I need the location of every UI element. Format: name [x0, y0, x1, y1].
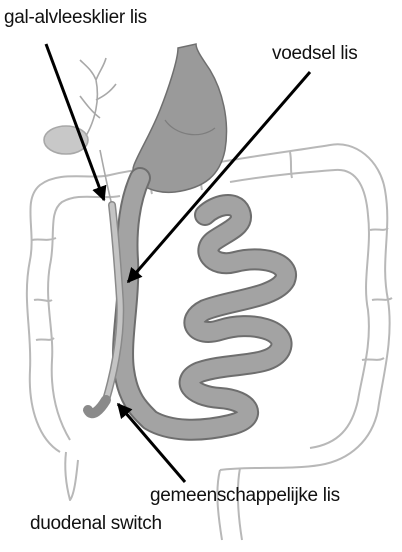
common-channel-label: gemeenschappelijke lis	[150, 486, 340, 505]
biliopancreatic-limb-label: gal-alvleesklier lis	[4, 8, 147, 27]
alimentary-limb-label: voedsel lis	[272, 44, 357, 63]
procedure-label: duodenal switch	[30, 514, 162, 533]
